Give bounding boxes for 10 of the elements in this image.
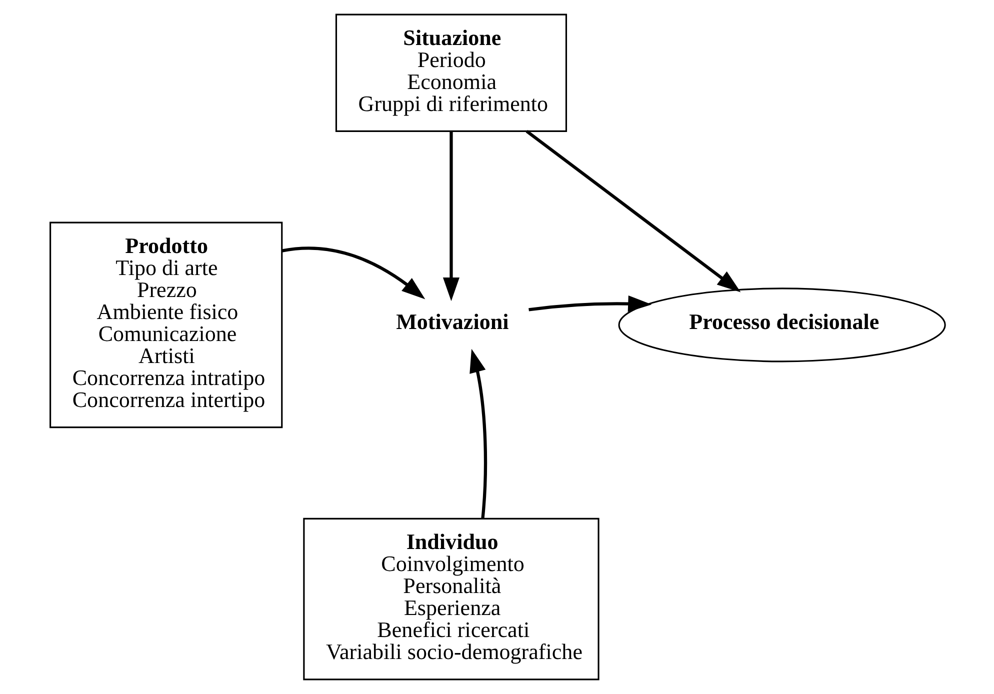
arrow — [528, 295, 652, 312]
node-box: Prodotto Tipo di arte Prezzo Ambiente fisico Comunicazione Artisti Concorrenza intratipo Concorrenza intertipo — [49, 222, 282, 428]
node-box: Situazione Periodo Economia Gruppi di riferimento — [334, 14, 567, 132]
arrow — [525, 130, 740, 292]
arrow — [469, 348, 487, 519]
arrow — [442, 132, 460, 302]
node-text: Motivazioni — [396, 309, 508, 334]
node-ellipse: Processo decisionale — [618, 288, 946, 362]
arrow — [281, 246, 425, 300]
node-box: Individuo Coinvolgimento Personalità Esperienza Benefici ricercati Variabili socio-demografiche — [302, 518, 599, 680]
